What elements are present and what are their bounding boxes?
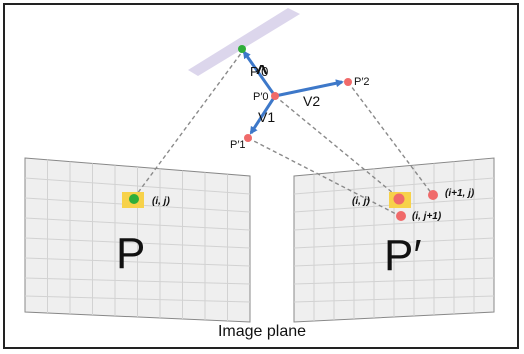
point-p2: [344, 78, 352, 86]
right-pixel-label-ij: (i, j): [352, 196, 370, 207]
right-pixel-label-i1j: (i+1, j): [445, 188, 475, 199]
vector-v1-label: V1: [258, 109, 275, 125]
normal-vector-arrow: [242, 50, 277, 97]
left-plane-letter: P: [116, 229, 145, 278]
dashed-line-p2-to-i1j: [347, 81, 433, 195]
v2-vector-arrow: [274, 79, 344, 98]
vectors: [242, 50, 344, 135]
right-image-plane: [293, 157, 495, 323]
v1-vector-arrow: [249, 95, 277, 135]
vector-v2-label: V2: [303, 93, 320, 109]
left-plane-grid: [24, 159, 251, 321]
right-plane-letter: P′: [384, 231, 422, 280]
right-pixel-point-ij1: [396, 211, 406, 221]
right-pixel-point-ij: [393, 193, 405, 205]
point-normal-tip: [238, 45, 246, 53]
right-pixel-point-i1j: [428, 190, 438, 200]
point-p0-label: P′0: [253, 91, 269, 103]
point-p2-label: P′2: [354, 76, 370, 88]
left-pixel-point: [129, 194, 139, 204]
right-pixel-label-ij1: (i, j+1): [412, 211, 442, 222]
projection-lines: [133, 51, 433, 217]
dashed-line-left-to-normal: [133, 51, 243, 199]
right-plane-grid: [293, 159, 495, 321]
dashed-line-p0-to-ij: [274, 95, 400, 199]
point-p0: [271, 92, 279, 100]
image-plane-caption: Image plane: [218, 323, 306, 340]
left-pixel-label: (i, j): [152, 196, 170, 207]
left-image-plane: [24, 157, 251, 323]
normal-label: P′0: [250, 64, 268, 79]
point-p1: [244, 134, 252, 142]
normal-hat: ^: [256, 62, 268, 84]
dashed-line-p1-to-ij1: [247, 137, 401, 217]
point-p1-label: P′1: [230, 139, 246, 151]
tangent-plane: [188, 8, 300, 76]
